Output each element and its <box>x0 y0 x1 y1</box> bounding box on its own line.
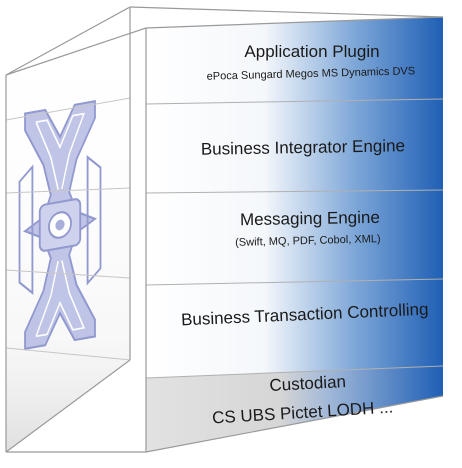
x-logo-icon <box>18 100 102 350</box>
layer-2-title: Business Integrator Engine <box>201 136 405 159</box>
front-face-upper <box>146 17 443 396</box>
custodian-layer-fill <box>146 366 443 452</box>
layer-3-title: Messaging Engine <box>240 208 380 229</box>
front-face-dividers <box>145 98 444 379</box>
layer-1-title: Application Plugin <box>244 42 379 61</box>
side-face-dividers <box>5 97 131 361</box>
cube-top-face <box>6 7 443 75</box>
cube-edges <box>5 6 444 453</box>
layer-5-title: Custodian <box>269 372 346 395</box>
layer-1-subtitle: ePoca Sungard Megos MS Dynamics DVS <box>207 65 416 82</box>
layer-3-subtitle: (Swift, MQ, PDF, Cobol, XML) <box>235 233 381 249</box>
